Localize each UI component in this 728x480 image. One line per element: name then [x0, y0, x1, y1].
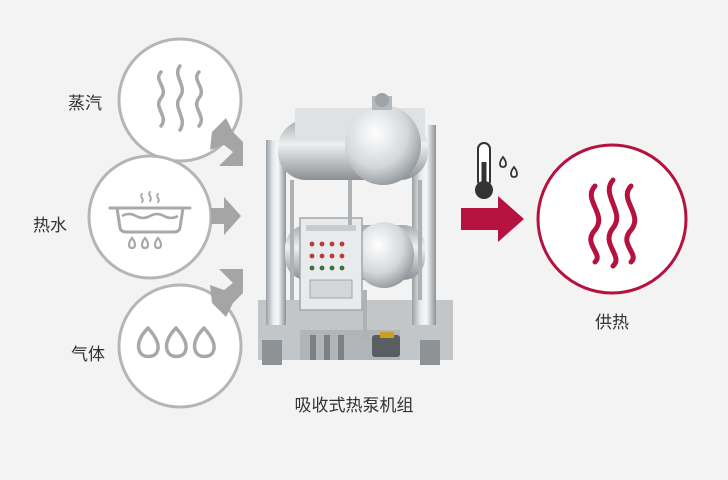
arrow-gas — [210, 269, 243, 317]
output-label-heating: 供热 — [595, 313, 629, 333]
input-gas-circle — [117, 283, 243, 409]
input-label-hot-water: 热水 — [33, 216, 67, 236]
input-steam — [117, 37, 243, 166]
machine-caption: 吸收式热泵机组 — [294, 396, 414, 416]
arrow-hot-water — [211, 197, 241, 235]
output-heating-circle — [536, 143, 688, 295]
output-heating — [536, 143, 688, 295]
heat-waves-icon — [588, 177, 638, 269]
input-hot-water — [87, 154, 241, 280]
steam-icon — [157, 64, 203, 132]
input-label-steam: 蒸汽 — [68, 94, 102, 114]
hot-water-icon — [108, 191, 192, 250]
input-gas — [117, 269, 243, 409]
gas-flame-icon — [136, 326, 216, 359]
thermometer-droplets-icon — [475, 142, 518, 199]
input-label-gas: 气体 — [71, 345, 105, 365]
absorption-heat-pump-unit — [258, 93, 453, 365]
arrow-steam — [210, 118, 243, 166]
arrow-output — [461, 196, 524, 242]
